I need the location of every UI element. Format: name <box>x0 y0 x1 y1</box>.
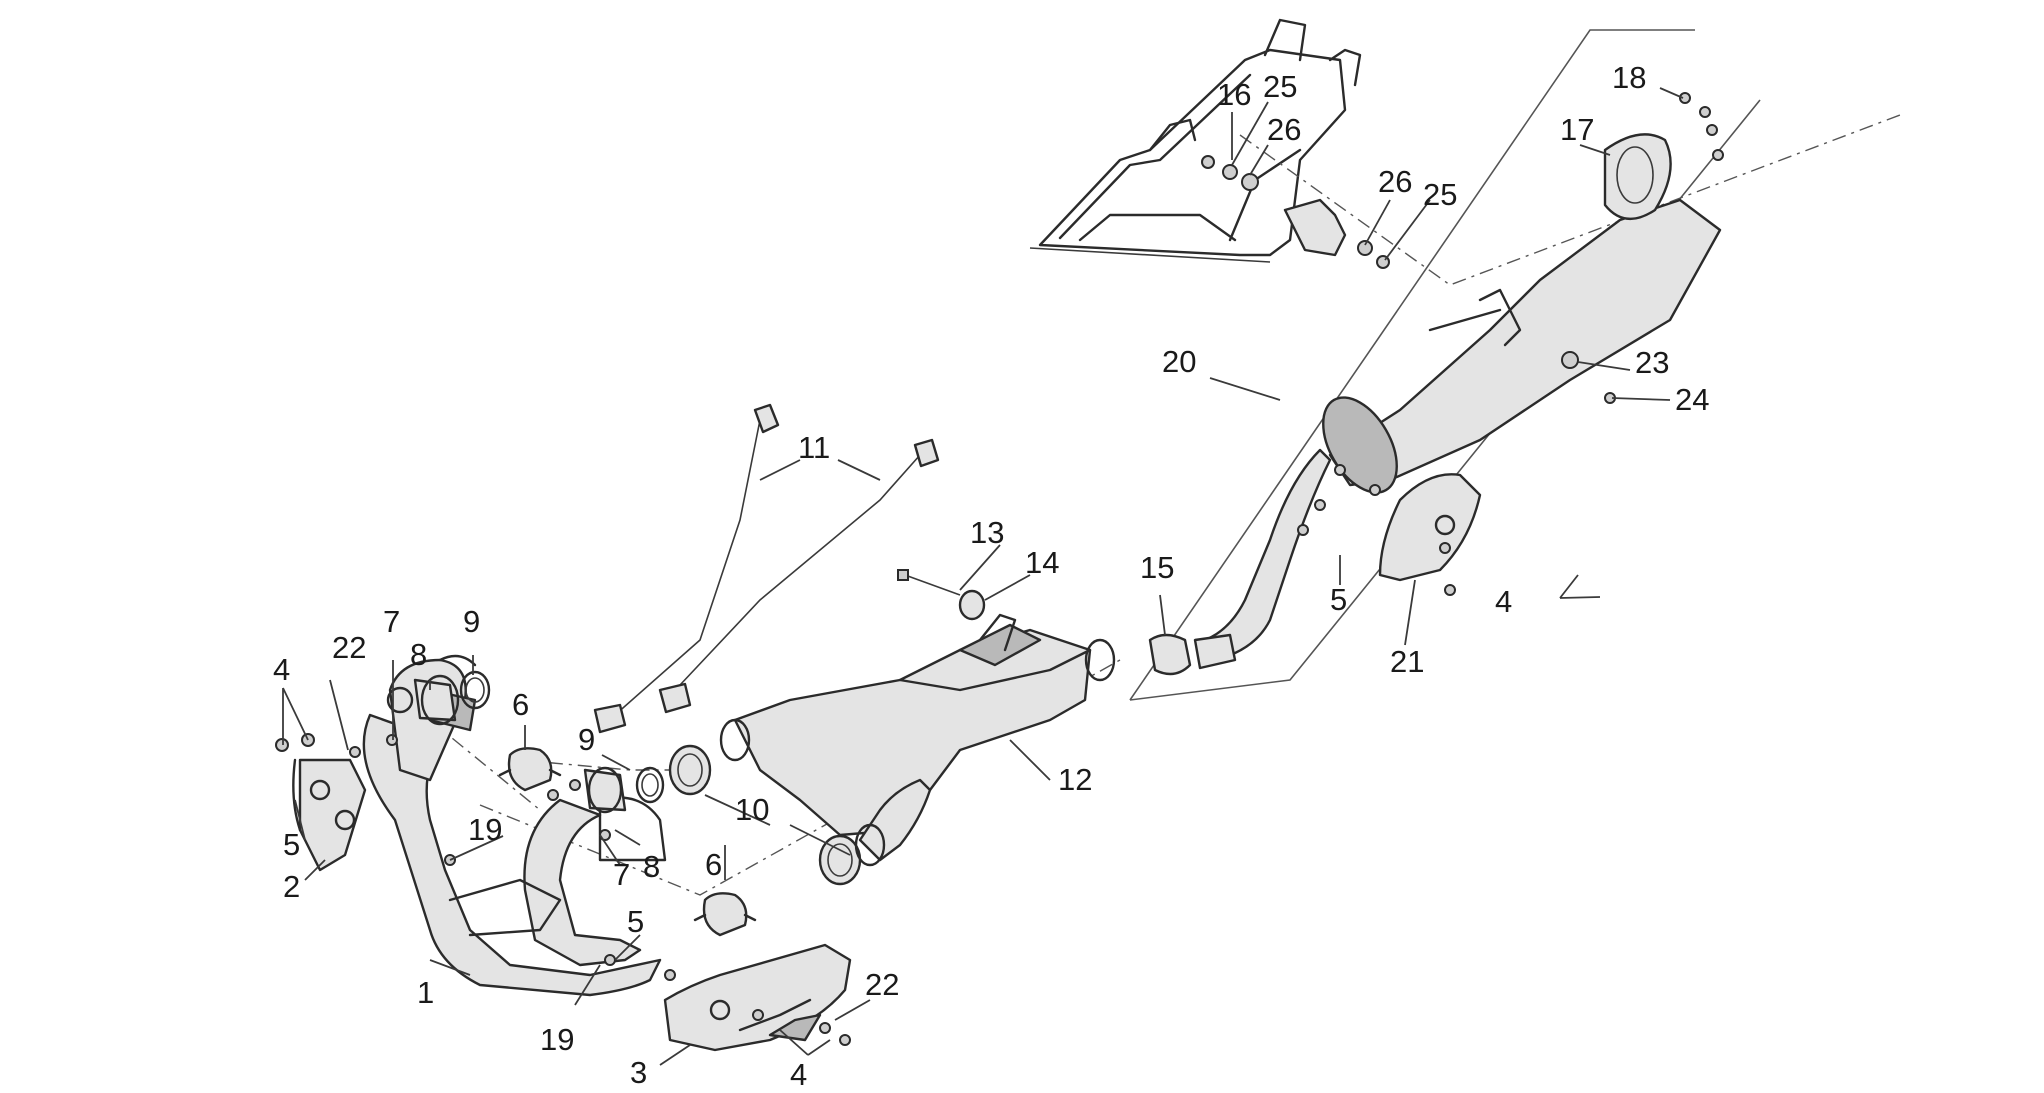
callout-25a: 25 <box>1263 69 1297 104</box>
callout-9b: 9 <box>578 722 595 757</box>
sleeve-upper <box>668 744 712 796</box>
silencer <box>1193 198 1722 670</box>
callout-10: 10 <box>735 792 769 827</box>
callout-5a: 5 <box>283 827 300 862</box>
callout-26a: 26 <box>1267 112 1301 147</box>
leader-lines <box>282 87 1684 1066</box>
callout-9a: 9 <box>463 604 480 639</box>
callout-19b: 19 <box>540 1022 574 1057</box>
callout-23: 23 <box>1635 345 1669 380</box>
callout-11: 11 <box>798 430 830 465</box>
callout-4c: 4 <box>1495 584 1512 619</box>
callout-4b: 4 <box>790 1057 807 1092</box>
exhaust-flange-right <box>583 766 627 814</box>
callout-15: 15 <box>1140 550 1174 585</box>
oxygen-sensor-a <box>593 403 780 734</box>
rear-subframe <box>1029 18 1362 263</box>
gasket-9-left <box>459 670 491 710</box>
clamp-15 <box>1148 633 1192 676</box>
callout-3: 3 <box>630 1055 647 1090</box>
callout-1: 1 <box>417 975 434 1010</box>
callout-26b: 26 <box>1378 164 1412 199</box>
exhaust-flange-left <box>413 674 460 726</box>
callout-7b: 7 <box>613 857 630 892</box>
callout-22b: 22 <box>865 967 899 1002</box>
callout-4a: 4 <box>273 652 290 687</box>
callout-20: 20 <box>1162 344 1196 379</box>
callout-19a: 19 <box>468 812 502 847</box>
callout-18: 18 <box>1612 60 1646 95</box>
clamp-lower <box>693 892 757 937</box>
callout-5b: 5 <box>627 904 644 939</box>
callout-24: 24 <box>1675 382 1709 417</box>
left-heat-shield <box>292 758 367 872</box>
silencer-end-cap <box>1603 133 1672 220</box>
callout-6a: 6 <box>512 687 529 722</box>
callout-8a: 8 <box>410 637 427 672</box>
callout-2: 2 <box>283 869 300 904</box>
callout-16: 16 <box>1217 77 1251 112</box>
front-heat-shield <box>663 943 852 1052</box>
callout-8b: 8 <box>643 849 660 884</box>
oxygen-sensor-b <box>658 438 940 714</box>
gasket-9-right <box>635 766 665 804</box>
bolt-13 <box>897 569 961 596</box>
callout-21: 21 <box>1390 644 1424 679</box>
clamp-upper <box>498 747 562 792</box>
callout-5c: 5 <box>1330 582 1347 617</box>
callout-22a: 22 <box>332 630 366 665</box>
central-collector <box>719 613 1116 867</box>
callout-14: 14 <box>1025 545 1059 580</box>
fasteners <box>275 92 1724 1046</box>
callout-6b: 6 <box>705 847 722 882</box>
spacer-14 <box>958 589 986 621</box>
callout-17: 17 <box>1560 112 1594 147</box>
callout-13: 13 <box>970 515 1004 550</box>
callout-25b: 25 <box>1423 177 1457 212</box>
callout-7a: 7 <box>383 604 400 639</box>
callout-12: 12 <box>1058 762 1092 797</box>
callouts: 1 2 3 4 4 4 5 5 5 6 6 7 7 8 8 9 9 10 11 … <box>273 60 1709 1092</box>
silencer-heat-shield <box>1378 473 1482 582</box>
